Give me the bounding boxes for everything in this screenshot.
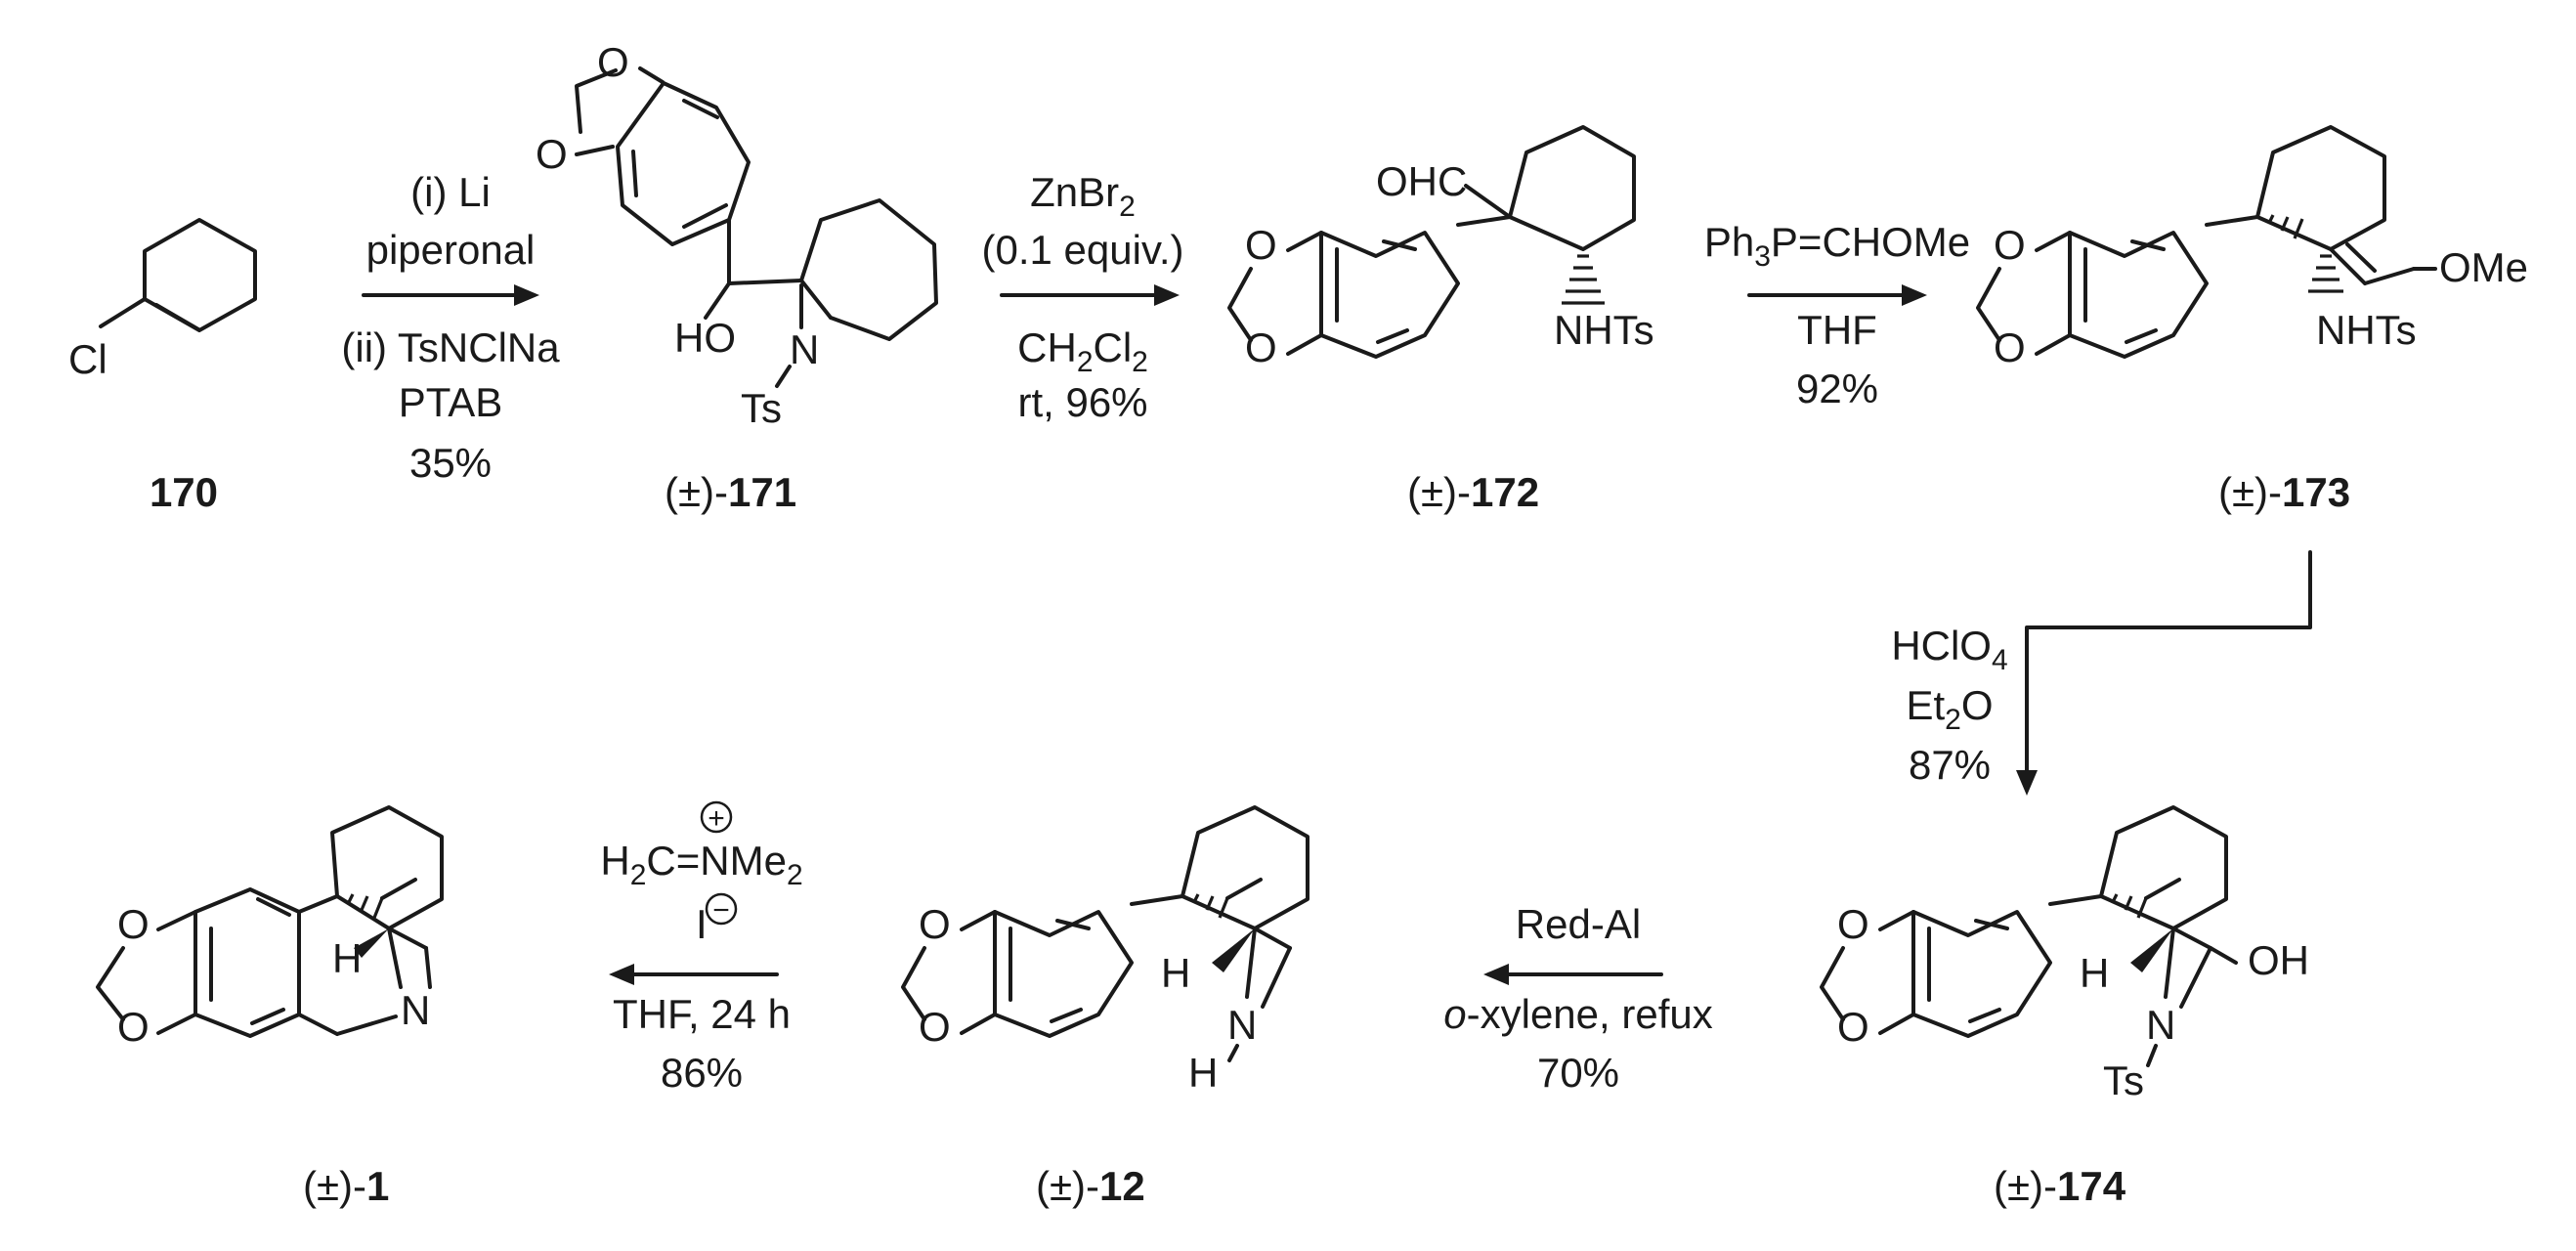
step4-solvent: Et2O xyxy=(1906,682,1993,736)
step2-yield: rt, 96% xyxy=(1017,379,1147,425)
compound-label-172: (±)-172 xyxy=(1407,469,1539,515)
hydroxyl-label: HO xyxy=(674,315,736,361)
step5-reagent: Red-Al xyxy=(1516,901,1641,947)
dioxole-o-top: O xyxy=(1245,222,1277,268)
compound-label-174: (±)-174 xyxy=(1994,1163,2126,1209)
step1-reagent-line2: piperonal xyxy=(366,227,536,273)
sulfonamide-label: NHTs xyxy=(2316,307,2417,353)
step-5: Red-Al o-xylene, refux 70% xyxy=(1443,901,1712,1096)
methoxy-label: OMe xyxy=(2439,244,2528,290)
dioxole-o-bottom: O xyxy=(1994,324,2026,370)
step-2: ZnBr2 (0.1 equiv.) CH2Cl2 rt, 96% xyxy=(982,169,1184,425)
step6-conditions: THF, 24 h xyxy=(613,991,791,1037)
chlorine-label: Cl xyxy=(68,336,107,382)
step-1: (i) Li piperonal (ii) TsNClNa PTAB 35% xyxy=(341,169,560,486)
step6-reagent: H2C=NMe2 xyxy=(600,838,802,891)
step1-reagent-line3: (ii) TsNClNa xyxy=(341,324,560,370)
compound-171: O O HO N Ts (±)-171 xyxy=(536,39,938,515)
hydrogen-label: H xyxy=(1161,950,1190,996)
hydroxyl-label: OH xyxy=(2248,937,2309,983)
tosyl-label: Ts xyxy=(741,385,782,431)
step5-yield: 70% xyxy=(1537,1050,1619,1096)
compound-172: O O OHC NHTs (±)-172 xyxy=(1227,125,1654,515)
amine-n: N xyxy=(1227,1002,1257,1048)
compound-173: O O OMe NHTs (±)-173 xyxy=(1976,125,2528,515)
amine-h: H xyxy=(1188,1050,1218,1096)
compound-174: O O OH H N Ts (±)-174 xyxy=(1820,805,2309,1209)
dioxole-o-top: O xyxy=(597,39,629,85)
step4-reagent: HClO4 xyxy=(1891,623,2007,676)
tosyl-label: Ts xyxy=(2103,1057,2144,1103)
compound-label-170: 170 xyxy=(150,469,218,515)
step-3: Ph3P=CHOMe THF 92% xyxy=(1704,219,1970,411)
dioxole-o-bottom: O xyxy=(1245,324,1277,370)
step-6: + H2C=NMe2 I − THF, 24 h 86% xyxy=(600,800,803,1096)
compound-1: O O H N (±)-1 xyxy=(96,805,444,1209)
hydrogen-label: H xyxy=(332,935,362,981)
amine-n: N xyxy=(2146,1002,2175,1048)
iodide-label: I xyxy=(696,901,708,947)
step6-yield: 86% xyxy=(661,1050,743,1096)
compound-label-12: (±)-12 xyxy=(1036,1163,1145,1209)
hashed-bond xyxy=(1562,254,1605,305)
dioxole-o-bottom: O xyxy=(919,1004,951,1050)
compound-label-173: (±)-173 xyxy=(2218,469,2350,515)
dioxole-o-bottom: O xyxy=(536,131,568,177)
step1-reagent-line1: (i) Li xyxy=(410,169,491,215)
step1-yield: 35% xyxy=(409,440,492,486)
aziridine-n: N xyxy=(790,326,819,372)
step2-solvent: CH2Cl2 xyxy=(1017,324,1148,378)
step-4: HClO4 Et2O 87% xyxy=(1891,550,2312,796)
dioxole-o-top: O xyxy=(1837,901,1869,947)
dioxole-o-top: O xyxy=(919,901,951,947)
step3-reagent: Ph3P=CHOMe xyxy=(1704,219,1970,273)
sulfonamide-label: NHTs xyxy=(1554,307,1654,353)
dioxole-o-top: O xyxy=(117,901,150,947)
positive-charge: + xyxy=(708,802,725,835)
step3-solvent: THF xyxy=(1797,307,1877,353)
dioxole-o-top: O xyxy=(1994,222,2026,268)
step5-solvent: o-xylene, refux xyxy=(1443,991,1712,1037)
compound-170: Cl 170 xyxy=(68,218,257,515)
hydrogen-label: H xyxy=(2080,950,2109,996)
step1-reagent-line4: PTAB xyxy=(399,379,503,425)
compound-label-171: (±)-171 xyxy=(665,469,796,515)
amine-n: N xyxy=(401,987,430,1033)
dioxole-o-bottom: O xyxy=(117,1004,150,1050)
step3-yield: 92% xyxy=(1796,366,1878,411)
aldehyde-label: OHC xyxy=(1376,158,1467,204)
compound-12: O O H N H (±)-12 xyxy=(901,805,1309,1209)
step4-yield: 87% xyxy=(1909,742,1991,788)
step2-reagent-line1: ZnBr2 xyxy=(1030,169,1136,223)
negative-charge: − xyxy=(712,894,730,927)
compound-label-1: (±)-1 xyxy=(303,1163,389,1209)
dioxole-o-bottom: O xyxy=(1837,1004,1869,1050)
step2-reagent-line2: (0.1 equiv.) xyxy=(982,227,1184,273)
